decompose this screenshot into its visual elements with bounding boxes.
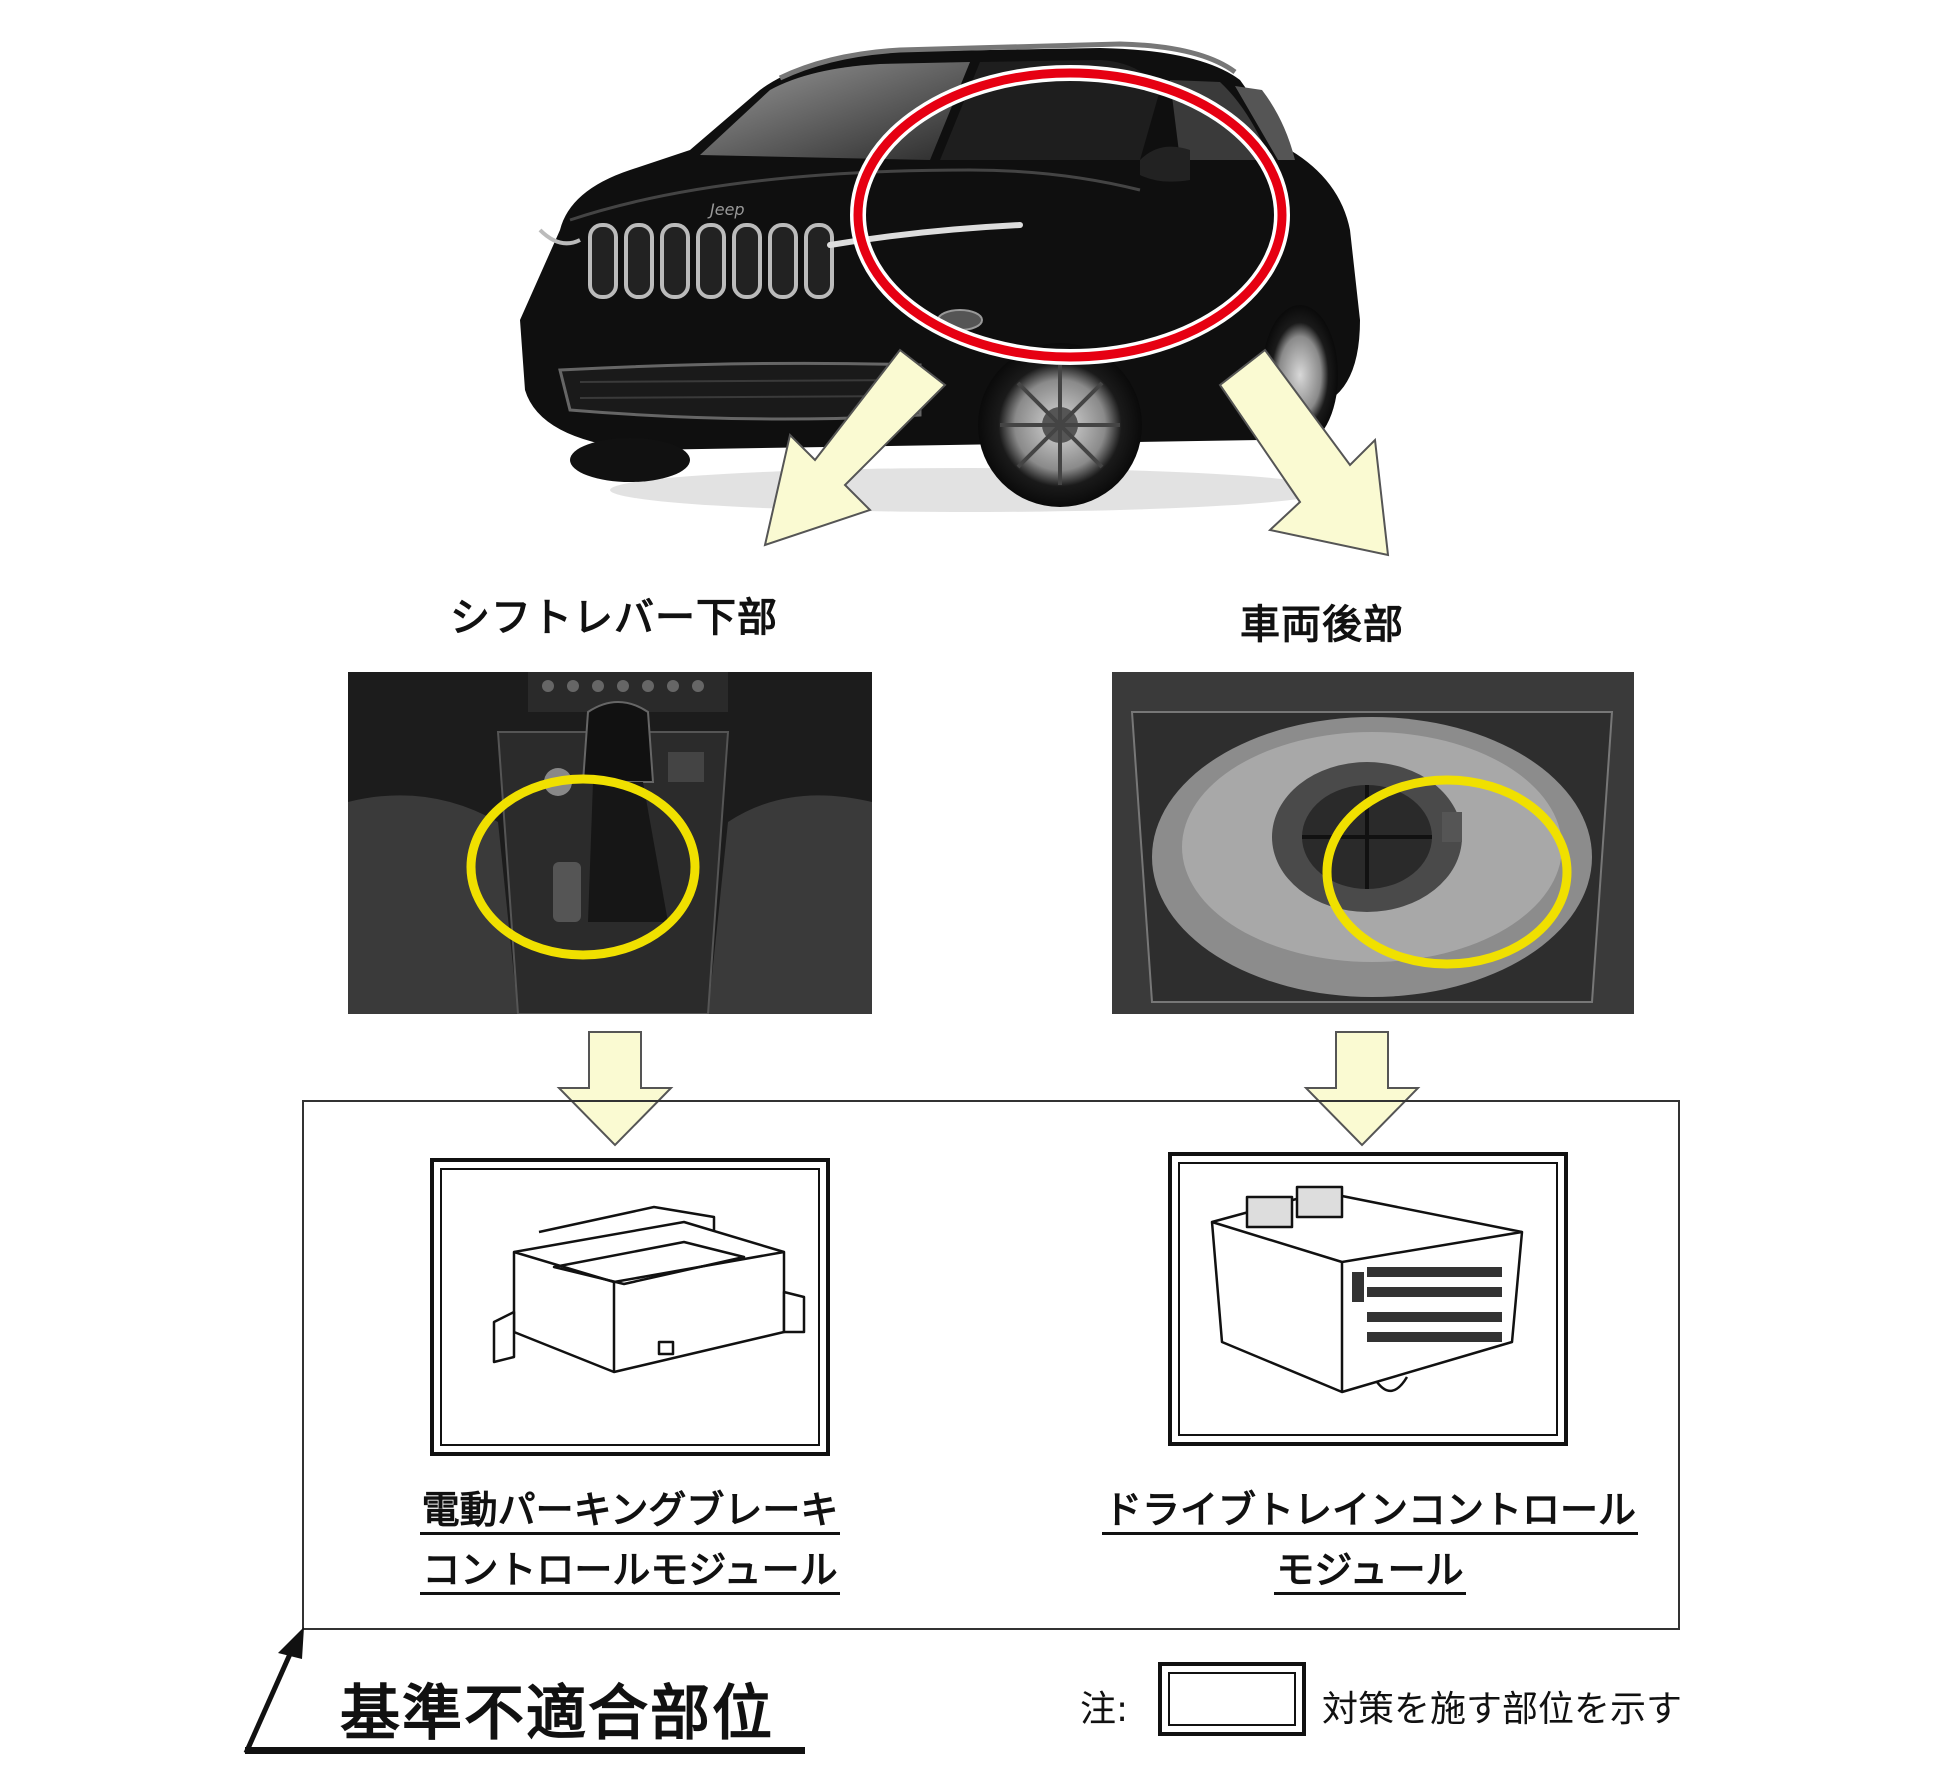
pointer-underline	[245, 1747, 805, 1754]
photo-shift-lever	[348, 672, 872, 1014]
module-caption-epb-line2: コントロールモジュール	[420, 1548, 840, 1595]
dtcm-module-illustration	[1210, 1185, 1524, 1394]
vehicle-badge: Jeep	[707, 200, 745, 219]
part-highlight-ellipse-shift	[466, 774, 700, 960]
module-caption-epb: 電動パーキングブレーキ コントロールモジュール	[380, 1480, 880, 1600]
arrow-to-shift-lever	[763, 348, 947, 547]
module-caption-epb-line1: 電動パーキングブレーキ	[419, 1488, 841, 1535]
arrow-down-left	[556, 1031, 674, 1147]
note-text: 対策を施す部位を示す	[1322, 1689, 1683, 1730]
vehicle-highlight-ellipse	[850, 65, 1290, 365]
part-highlight-ellipse-rear	[1322, 775, 1572, 969]
photo-vehicle-rear	[1112, 672, 1634, 1014]
module-frame-dtcm	[1168, 1152, 1568, 1446]
pointer-label: 基準不適合部位	[340, 1679, 774, 1749]
module-frame-epb	[430, 1158, 830, 1456]
pointer-arrow	[243, 1627, 304, 1755]
arrow-to-vehicle-rear	[1218, 348, 1390, 557]
module-panel	[302, 1100, 1680, 1630]
location-label-shift-lever: シフトレバー下部	[450, 595, 778, 641]
note-legend-frame	[1158, 1662, 1306, 1736]
arrow-down-right	[1303, 1031, 1421, 1147]
module-caption-dtcm-line1: ドライブトレインコントロール	[1101, 1488, 1638, 1535]
module-caption-dtcm-line2: モジュール	[1274, 1548, 1466, 1595]
note-prefix: 注:	[1080, 1689, 1129, 1730]
module-caption-dtcm: ドライブトレインコントロール モジュール	[1100, 1480, 1640, 1600]
epb-module-illustration	[492, 1205, 806, 1374]
location-label-vehicle-rear: 車両後部	[1240, 602, 1404, 648]
